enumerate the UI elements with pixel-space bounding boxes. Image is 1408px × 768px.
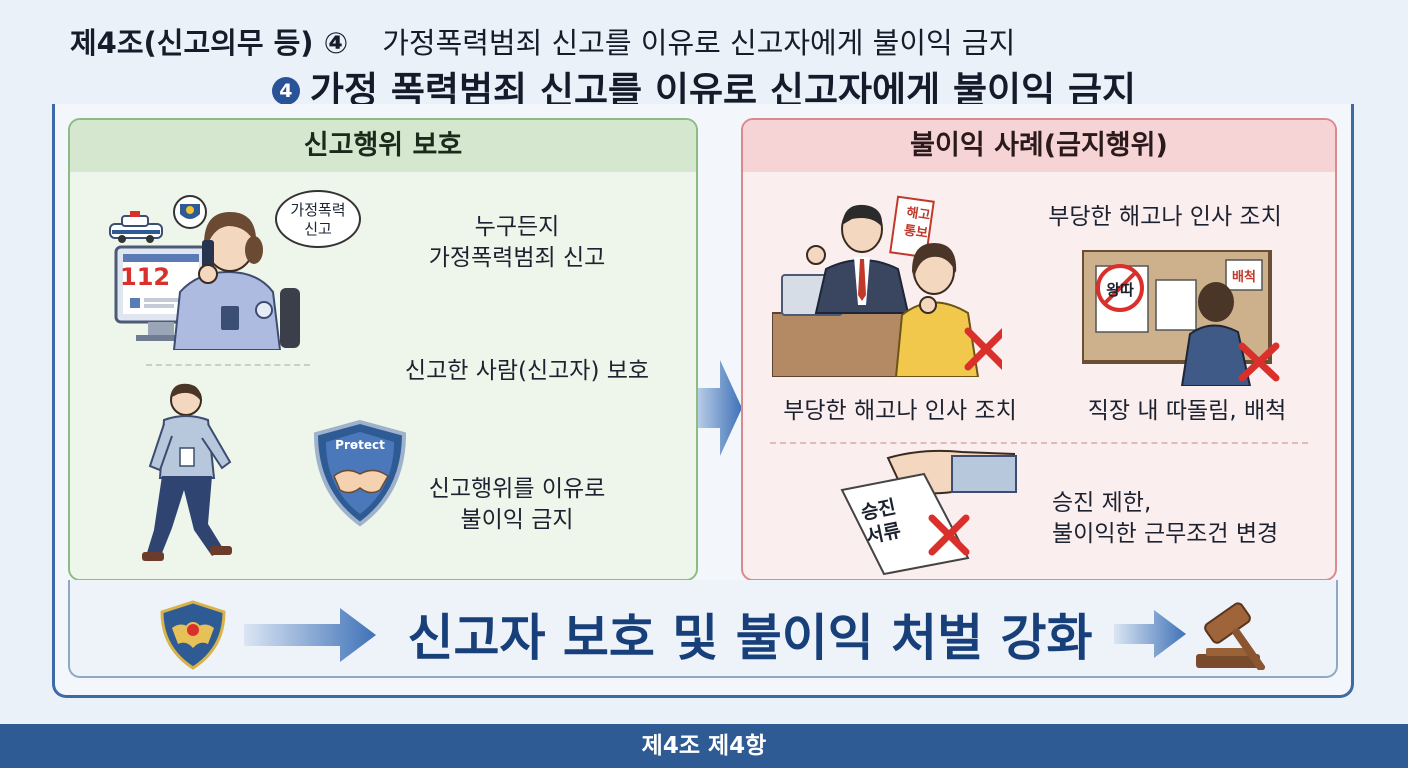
speech-bubble-line-1: 가정폭력 bbox=[290, 201, 346, 219]
left-item-3: 신고행위를 이유로 불이익 금지 bbox=[372, 474, 662, 536]
case-caption-2: 직장 내 따돌림, 배척 bbox=[1087, 398, 1287, 424]
case-bottom-line-1: 승진 제한, bbox=[1052, 490, 1152, 516]
shield-label: Prѳtect bbox=[335, 438, 385, 452]
left-item-2-line-1: 신고한 사람(신고자) 보호 bbox=[404, 358, 650, 384]
case-top-right-text: 부당한 해고나 인사 조치 bbox=[1048, 204, 1282, 230]
workplace-bullying-illustration bbox=[1082, 250, 1280, 386]
clause-number-badge: 4 bbox=[271, 77, 300, 105]
police-emblem-icon bbox=[160, 600, 226, 670]
case-bottom-line-2: 불이익한 근무조건 변경 bbox=[1052, 521, 1279, 547]
conclusion-arrow-left-icon bbox=[244, 608, 376, 662]
left-item-1-line-1: 누구든지 bbox=[474, 214, 560, 240]
police-officer-call-illustration bbox=[109, 195, 300, 350]
walking-reporter-illustration bbox=[142, 383, 232, 561]
report-protection-title: 신고행위 보호 bbox=[70, 120, 696, 172]
bullying-label: 왕따 bbox=[1106, 281, 1134, 299]
left-item-1-line-2: 가정폭력범죄 신고 bbox=[428, 245, 606, 271]
conclusion-arrow-right-icon bbox=[1114, 610, 1186, 658]
case-caption-1: 부당한 해고나 인사 조치 bbox=[783, 398, 1017, 424]
footer-reference: 제4조 제4항 bbox=[0, 724, 1408, 768]
dismissal-notice-line-1: 해고 bbox=[905, 205, 932, 224]
transition-arrow-icon bbox=[698, 360, 742, 456]
case-bottom-text: 승진 제한, 불이익한 근무조건 변경 bbox=[1052, 488, 1302, 550]
protect-shield-icon bbox=[313, 419, 407, 527]
promotion-document-illustration bbox=[840, 449, 1017, 576]
left-item-1: 누구든지 가정폭력범죄 신고 bbox=[372, 212, 662, 274]
article-heading: 제4조(신고의무 등) ④ 가정폭력범죄 신고를 이유로 신고자에게 불이익 금지 bbox=[70, 20, 1015, 62]
gavel-icon bbox=[1196, 602, 1266, 670]
police-car-icon bbox=[109, 211, 163, 243]
unfair-dismissal-illustration bbox=[772, 195, 1002, 377]
left-item-3-line-1: 신고행위를 이유로 bbox=[428, 476, 606, 502]
left-item-2: 신고한 사람(신고자) 보호 bbox=[382, 356, 672, 387]
article-number: 제4조(신고의무 등) ④ bbox=[70, 26, 349, 60]
speech-bubble-line-2: 신고 bbox=[304, 220, 332, 238]
article-summary: 가정폭력범죄 신고를 이유로 신고자에게 불이익 금지 bbox=[382, 26, 1016, 60]
exclusion-label: 배척 bbox=[1232, 270, 1256, 285]
left-item-3-line-2: 불이익 금지 bbox=[460, 507, 574, 533]
left-divider bbox=[146, 364, 310, 366]
dismissal-notice-line-2: 통보 bbox=[902, 223, 929, 242]
right-divider bbox=[770, 442, 1308, 444]
disadvantage-cases-title: 불이익 사례(금지행위) bbox=[743, 120, 1335, 172]
conclusion-slogan: 신고자 보호 및 불이익 처벌 강화 bbox=[407, 609, 1093, 667]
dismissal-notice-sign: 해고 통보 bbox=[898, 204, 937, 244]
speech-bubble: 가정폭력 신고 bbox=[275, 190, 361, 248]
monitor-112-number: 112 bbox=[120, 263, 171, 291]
